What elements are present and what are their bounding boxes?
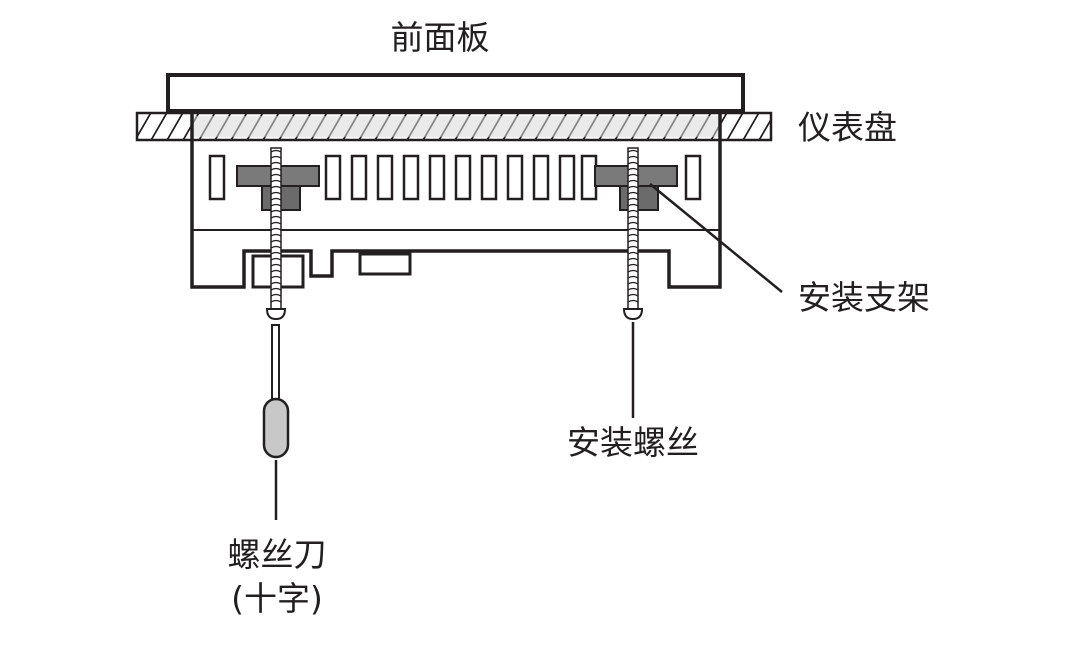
screw-thread [270,293,282,297]
screw-thread [627,191,639,195]
device-housing [190,111,722,289]
screw-thread [270,269,282,273]
screw-thread [270,233,282,237]
vent-slot [324,154,342,201]
front-panel [166,73,745,113]
screw-thread [627,233,639,237]
screw-thread [270,203,282,207]
screw-thread [270,275,282,279]
instrument-panel-label: 仪表盘 [798,108,897,147]
screwdriver-type-label: (十字) [231,579,323,618]
screw-thread [270,251,282,255]
vent-slot [428,154,446,201]
screw-thread [627,287,639,291]
vent-slot [580,154,598,201]
screw-thread [627,251,639,255]
screw-thread [627,215,639,219]
screw-thread [627,221,639,225]
mounting-screw-right [622,147,644,321]
screwdriver [262,324,290,520]
vent-slot [350,154,368,201]
screw-thread [627,299,639,303]
screw-thread [270,263,282,267]
screw-thread [627,269,639,273]
screw-thread [270,167,282,171]
screwdriver-shaft [271,324,280,401]
screw-thread [627,293,639,297]
screw-thread [270,287,282,291]
mounting-bracket-label: 安装支架 [798,278,930,317]
screw-thread [270,161,282,165]
screw-thread [270,227,282,231]
screw-thread [270,281,282,285]
vent-slot [684,154,702,201]
bottom-tab [358,252,412,276]
screw-thread [627,239,639,243]
vent-slots [208,154,702,201]
screw-thread [270,185,282,189]
screw-thread [270,197,282,201]
screw-thread [627,155,639,159]
instrument-panel [135,111,773,142]
screw-thread [627,263,639,267]
vent-slot [480,154,498,201]
screw-thread [270,215,282,219]
screw-thread [627,245,639,249]
vent-slot [506,154,524,201]
screw-thread [627,161,639,165]
vent-slot [532,154,550,201]
vent-slot [558,154,576,201]
screw-thread [270,149,282,153]
vent-slot [208,154,226,201]
screw-thread [270,221,282,225]
screw-thread [270,155,282,159]
front-panel-label: 前面板 [391,18,490,57]
screw-thread [270,299,282,303]
screw-thread [270,179,282,183]
screw-thread [627,173,639,177]
screw-thread [270,209,282,213]
screw-thread [627,281,639,285]
screw-thread [270,257,282,261]
mounting-screw-left [265,147,287,321]
screw-thread [270,191,282,195]
vent-slot [376,154,394,201]
screwdriver-label: 螺丝刀 [228,535,327,574]
mounting-screw-label: 安装螺丝 [567,423,699,462]
screwdriver-grip [262,397,290,459]
vent-slot [454,154,472,201]
screw-thread [627,197,639,201]
screw-thread [627,179,639,183]
screw-thread [627,167,639,171]
screw-thread [627,149,639,153]
screw-thread [627,227,639,231]
screw-head [265,308,287,321]
screw-thread [627,257,639,261]
screw-thread [627,203,639,207]
screw-head [622,308,644,321]
screw-thread [627,209,639,213]
panel-cutout-highlight [192,116,720,137]
screw-thread [270,173,282,177]
screw-thread [270,239,282,243]
screw-thread [627,275,639,279]
screw-thread [270,245,282,249]
vent-slot [402,154,420,201]
bracket-leader-line [649,183,783,293]
screw-thread [627,185,639,189]
